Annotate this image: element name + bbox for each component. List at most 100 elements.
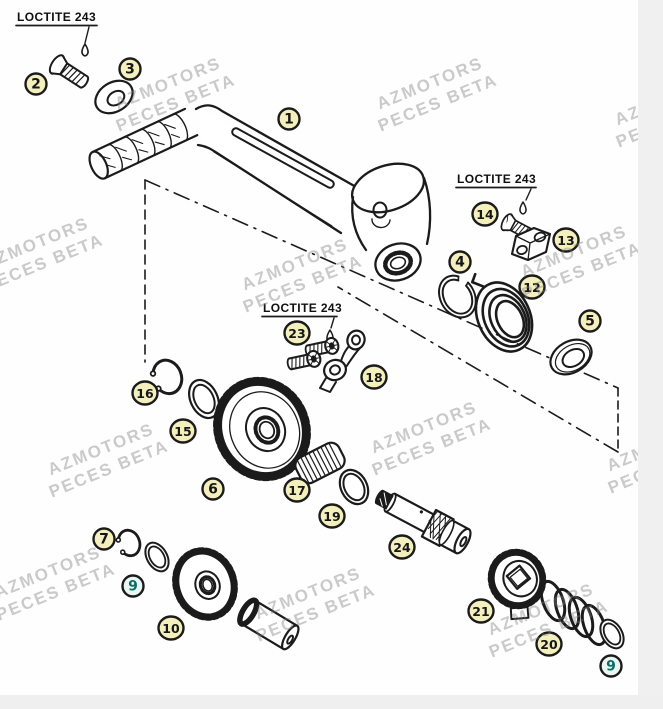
callout-3-badge: 3 [118, 57, 142, 81]
callout-14-badge: 14 [471, 201, 499, 227]
callout-2-badge: 2 [24, 72, 48, 96]
washer-15 [188, 378, 220, 420]
screw-2 [48, 54, 90, 89]
ring-4 [438, 274, 477, 319]
callout-24-badge: 24 [388, 534, 416, 560]
badge-circle [388, 534, 416, 560]
washer-19 [338, 468, 370, 506]
kick-starter-lever [88, 104, 432, 282]
callout-number: 20 [540, 637, 558, 652]
loctite-text-2: LOCTITE 243 [457, 172, 536, 186]
badge-circle [131, 380, 159, 406]
callout-17-badge: 17 [283, 477, 311, 503]
callout-15-badge: 15 [169, 418, 197, 444]
loctite-leader-1 [84, 26, 90, 44]
badge-circle [578, 309, 602, 333]
bracket-13 [510, 226, 552, 262]
callout-number: 4 [455, 255, 465, 271]
gear-10 [172, 547, 238, 621]
washer-9a [144, 541, 170, 573]
badge-circle [552, 227, 580, 253]
badge-circle [448, 250, 472, 274]
badge-circle [467, 598, 495, 624]
callout-number: 19 [323, 509, 340, 524]
callout-number: 10 [162, 621, 180, 636]
callout-1-badge: 1 [277, 107, 301, 131]
loctite-text-3: LOCTITE 243 [263, 301, 342, 315]
callout-9-badge: 9 [121, 574, 145, 598]
badge-circle [535, 631, 563, 657]
callout-number: 9 [128, 579, 138, 595]
loctite-leader-3 [330, 317, 335, 329]
callout-7-badge: 7 [92, 527, 116, 551]
callout-number: 2 [31, 77, 41, 93]
shaft-24 [374, 489, 472, 555]
lever-pivot-hole [372, 201, 388, 219]
callout-number: 5 [585, 314, 595, 330]
callout-number: 7 [99, 532, 109, 548]
lever-boss [350, 162, 432, 282]
callout-4-badge: 4 [448, 250, 472, 274]
callout-number: 15 [174, 424, 191, 439]
callout-18-badge: 18 [360, 364, 388, 390]
loctite-leader-2 [525, 188, 532, 201]
lever-grip [88, 107, 199, 180]
spiral-spring-12 [470, 272, 534, 353]
badge-circle [599, 654, 623, 678]
callout-10-badge: 10 [157, 615, 185, 641]
callout-number: 24 [393, 540, 411, 555]
bushing [237, 597, 300, 651]
callout-number: 12 [523, 280, 540, 295]
badge-circle [471, 201, 499, 227]
callout-6-badge: 6 [201, 477, 225, 501]
callout-19-badge: 19 [318, 503, 346, 529]
callout-number: 3 [125, 62, 135, 78]
badge-circle [518, 274, 546, 300]
badge-circle [283, 320, 311, 346]
callout-23-badge: 23 [283, 320, 311, 346]
badge-circle [360, 364, 388, 390]
ratchet-gear-21 [487, 548, 547, 621]
badge-circle [118, 57, 142, 81]
washer-3 [94, 79, 134, 115]
callout-number: 1 [284, 112, 294, 128]
callout-number: 14 [476, 207, 494, 222]
callout-9-badge: 9 [599, 654, 623, 678]
callout-number: 16 [136, 386, 154, 401]
badge-circle [201, 477, 225, 501]
callout-5-badge: 5 [578, 309, 602, 333]
badge-circle [283, 477, 311, 503]
badge-circle [318, 503, 346, 529]
callout-21-badge: 21 [467, 598, 495, 624]
callout-number: 21 [472, 604, 489, 619]
page-margin-bottom [0, 695, 663, 709]
loctite-drop-icon [81, 43, 89, 57]
callout-number: 6 [208, 482, 218, 498]
washer-9b [599, 618, 625, 650]
badge-circle [157, 615, 185, 641]
loctite-drop-icon [519, 201, 527, 215]
spring-tang [470, 272, 486, 289]
callout-number: 17 [288, 483, 305, 498]
callout-number: 13 [557, 233, 574, 248]
screws-23 [286, 336, 340, 371]
badge-circle [24, 72, 48, 96]
callout-number: 18 [365, 370, 382, 385]
callout-number: 23 [288, 326, 305, 341]
callout-number: 9 [606, 659, 616, 675]
callout-20-badge: 20 [535, 631, 563, 657]
loctite-label-1: LOCTITE 243 [15, 10, 98, 57]
needle-bearing-17 [294, 441, 346, 485]
gear-6 [213, 376, 311, 482]
loctite-text-1: LOCTITE 243 [17, 10, 96, 24]
page-margin-right [638, 0, 663, 709]
callout-12-badge: 12 [518, 274, 546, 300]
callout-13-badge: 13 [552, 227, 580, 253]
assembly-axis-lines [144, 179, 619, 453]
badge-circle [169, 418, 197, 444]
lever-arm [194, 104, 374, 238]
badge-circle [92, 527, 116, 551]
